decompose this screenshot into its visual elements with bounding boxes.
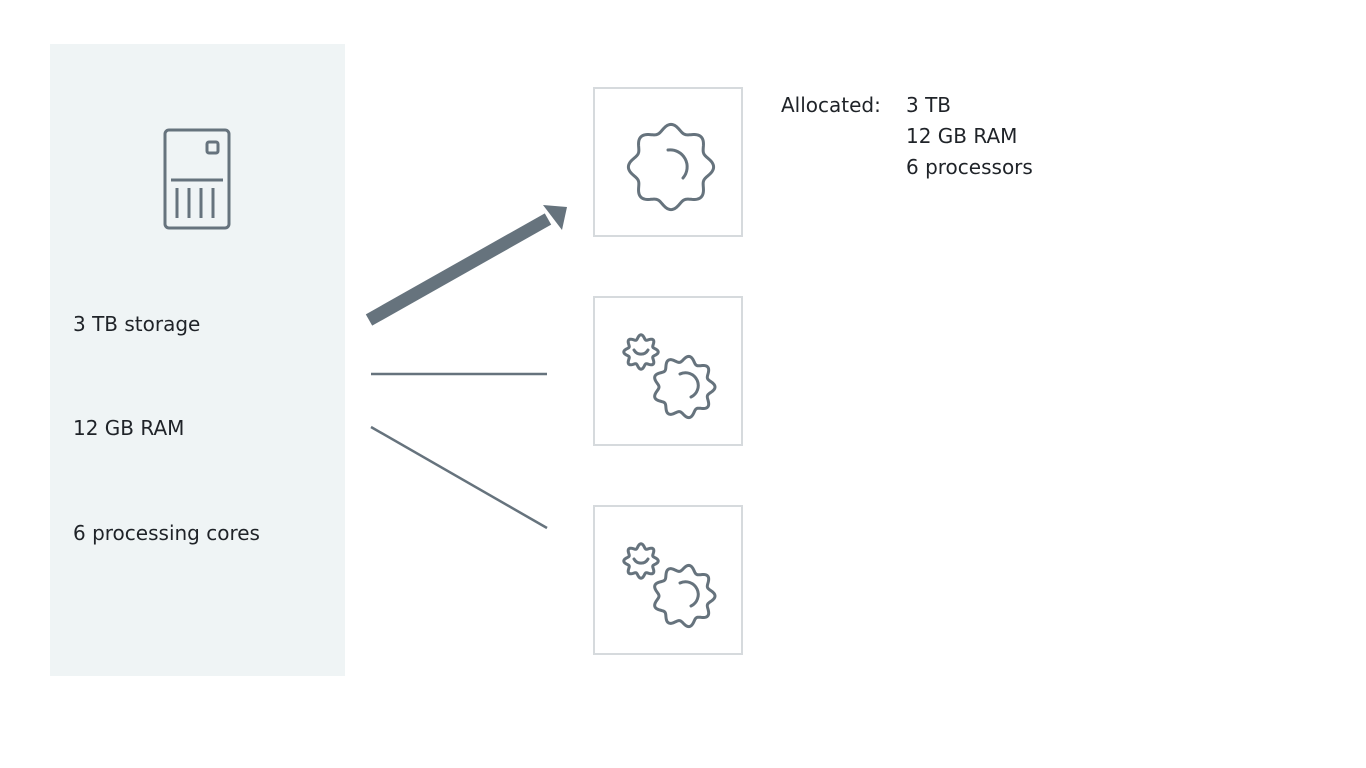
- virtual-machine-box-3: [593, 505, 743, 655]
- allocated-label: Allocated:: [781, 93, 881, 117]
- virtual-machine-box-2: [593, 296, 743, 446]
- storage-spec: 3 TB storage: [73, 312, 201, 336]
- connector-line-vm-3: [370, 425, 548, 530]
- allocated-processors: 6 processors: [906, 155, 1033, 179]
- allocated-values: 3 TB 12 GB RAM 6 processors: [906, 90, 1033, 183]
- single-gear-icon: [626, 122, 716, 212]
- allocated-storage: 3 TB: [906, 93, 952, 117]
- virtual-machine-box-1: [593, 87, 743, 237]
- allocated-ram: 12 GB RAM: [906, 124, 1018, 148]
- physical-server-panel: 3 TB storage 12 GB RAM 6 processing core…: [50, 44, 345, 676]
- cores-spec: 6 processing cores: [73, 521, 260, 545]
- allocation-arrow-shaft: [365, 213, 552, 326]
- double-gear-icon: [622, 333, 717, 420]
- allocation-arrow-head: [543, 205, 567, 230]
- server-icon: [163, 128, 231, 230]
- double-gear-icon: [622, 542, 717, 629]
- ram-spec: 12 GB RAM: [73, 416, 185, 440]
